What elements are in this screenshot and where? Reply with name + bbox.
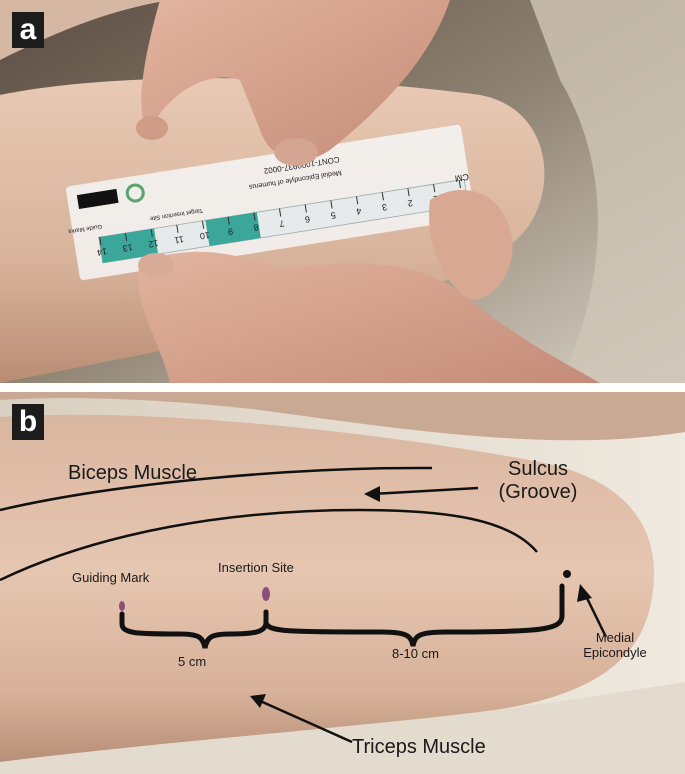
medial-epicondyle-label: Medial Epicondyle <box>570 630 660 660</box>
ruler-tick-label: 14 <box>96 246 107 257</box>
bottom-thumb <box>138 253 174 277</box>
panel-divider <box>0 383 685 392</box>
biceps-muscle-label: Biceps Muscle <box>68 462 197 484</box>
cushion <box>530 0 685 383</box>
ruler-tick-label: 7 <box>279 218 286 229</box>
ruler-tick-line <box>99 237 102 246</box>
sulcus-label-line2: (Groove) <box>498 481 578 503</box>
ruler-teal-insertion <box>205 212 261 247</box>
ruler-unit: CM <box>454 172 469 184</box>
arm-skin <box>0 414 655 762</box>
sulcus-label: Sulcus (Groove) <box>488 458 588 504</box>
medial-epicondyle-line2: Epicondyle <box>583 645 647 660</box>
guiding-mark-label: Guiding Mark <box>72 570 150 585</box>
bottom-hand <box>137 251 600 383</box>
medial-epicondyle-line1: Medial <box>595 630 635 645</box>
ruler-guide-label: Guide Marks <box>68 223 103 234</box>
ruler-tick-line <box>407 188 410 197</box>
panel-a-photo: 01234567891011121314 CM CONT-1000937-000… <box>0 0 685 383</box>
sulcus-lower-line <box>0 508 538 582</box>
brace-8-10cm <box>263 583 565 647</box>
surface <box>0 682 685 774</box>
top-finger <box>274 138 318 166</box>
ruler-tick-line <box>124 232 128 242</box>
ruler-tick-label: 5 <box>330 210 337 221</box>
ruler-tick-label: 9 <box>227 226 234 237</box>
ruler-tick-line <box>253 212 256 221</box>
ruler-tick-label: 8 <box>253 222 260 233</box>
medial-arrow-shaft <box>582 591 608 638</box>
ruler-tick-line <box>433 184 436 193</box>
ruler-tick-line <box>201 220 205 229</box>
sulcus-label-line1: Sulcus <box>507 458 569 480</box>
ruler-tick-line <box>150 228 153 237</box>
medial-epicondyle-dot <box>563 570 571 578</box>
ruler-tick-line <box>278 208 282 217</box>
panel-b-scene <box>0 392 685 774</box>
panel-a-letter: a <box>12 12 44 48</box>
redacted-mark <box>76 188 119 209</box>
triceps-muscle-label: Triceps Muscle <box>352 736 486 758</box>
ruler-tick-label: 6 <box>304 214 311 225</box>
insertion-site-label: Insertion Site <box>218 560 294 575</box>
triceps-arrow-head <box>250 694 266 708</box>
ruler-tick-label: 12 <box>148 238 159 249</box>
panel-b-annotated-photo: b Biceps Muscle Sulcus (Groove) Guiding … <box>0 392 685 774</box>
ruler-tick-line <box>458 180 461 189</box>
panel-a-scene: 01234567891011121314 CM CONT-1000937-000… <box>0 0 685 383</box>
ruler-tick-line <box>227 216 230 225</box>
ruler-tick-label: 4 <box>356 206 363 217</box>
ruler-tick-label: 11 <box>174 234 185 245</box>
sulcus-arrow-head <box>364 486 380 502</box>
distance-5cm-label: 5 cm <box>178 654 207 669</box>
ruler-tick-line <box>356 196 359 205</box>
distance-8-10cm-label: 8-10 cm <box>392 646 439 661</box>
ruler-tick-line <box>381 192 384 201</box>
ruler-tick-line <box>176 224 179 233</box>
panel-b-letter: b <box>12 404 44 440</box>
brace-5cm <box>119 609 269 649</box>
sulcus-upper-line <box>0 466 433 512</box>
ruler-tick-line <box>304 204 307 213</box>
right-thumb <box>429 190 513 300</box>
top-thumb <box>136 116 168 140</box>
ruler-teal-guide <box>98 228 159 263</box>
upper-arm-top <box>0 392 685 441</box>
ruler-tick-label: 3 <box>381 202 388 213</box>
insertion-site-dot <box>262 587 270 601</box>
sulcus-arrow-shaft <box>371 486 479 496</box>
ruler-tick-label: 13 <box>122 242 133 253</box>
ruler-tick-label: 2 <box>407 198 414 209</box>
triceps-arrow-shaft <box>257 698 353 744</box>
guiding-mark-dot <box>119 601 125 611</box>
ruler-tick-label: 10 <box>199 230 210 241</box>
recycle-logo <box>125 183 145 203</box>
medial-arrow-head <box>577 584 592 602</box>
top-hand <box>141 0 451 161</box>
ruler-tick-line <box>330 200 333 209</box>
